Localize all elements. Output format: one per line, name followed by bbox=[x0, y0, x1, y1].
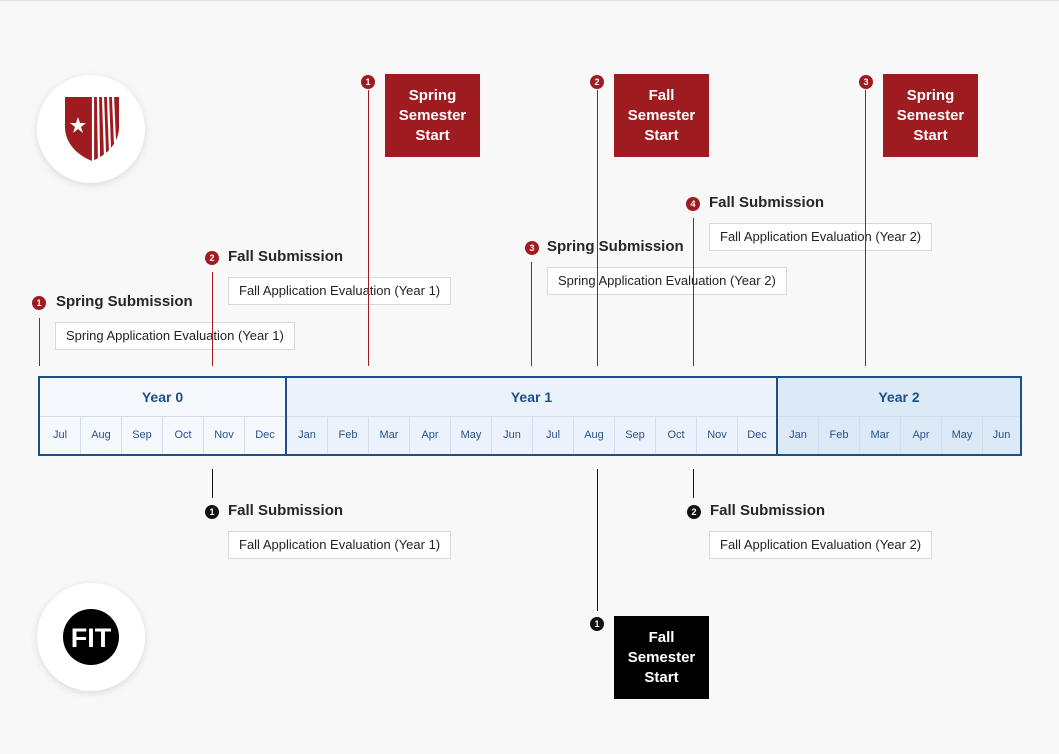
connector-line bbox=[531, 262, 532, 366]
event-number-badge: 1 bbox=[205, 505, 219, 519]
semester-number-badge: 1 bbox=[361, 75, 375, 89]
connector-line bbox=[693, 469, 694, 498]
evaluation-box: Fall Application Evaluation (Year 1) bbox=[228, 531, 452, 559]
top-school-logo bbox=[37, 75, 145, 183]
month-cell: Sep bbox=[122, 417, 163, 454]
connector-line bbox=[212, 272, 213, 366]
month-cell: Aug bbox=[81, 417, 122, 454]
month-cell: Mar bbox=[860, 417, 901, 454]
semester-number-badge: 1 bbox=[590, 617, 604, 631]
semester-start-box: Spring Semester Start bbox=[883, 74, 978, 157]
month-cell: Nov bbox=[697, 417, 738, 454]
semester-number-badge: 2 bbox=[590, 75, 604, 89]
month-cell: Apr bbox=[901, 417, 942, 454]
evaluation-box: Fall Application Evaluation (Year 2) bbox=[709, 223, 933, 251]
semester-start-box: Spring Semester Start bbox=[385, 74, 480, 157]
month-cell: Jul bbox=[533, 417, 574, 454]
fit-logo-text: FIT bbox=[71, 623, 112, 653]
month-cell: Jan bbox=[287, 417, 328, 454]
month-cell: Aug bbox=[574, 417, 615, 454]
event-number-badge: 2 bbox=[687, 505, 701, 519]
top-border bbox=[0, 0, 1059, 1]
month-cell: Feb bbox=[328, 417, 369, 454]
connector-line bbox=[368, 90, 369, 366]
event-number-badge: 3 bbox=[525, 241, 539, 255]
fit-logo-icon: FIT bbox=[63, 609, 119, 665]
month-cell: Dec bbox=[255, 429, 275, 441]
event-title: Fall Submission bbox=[228, 502, 344, 519]
month-cell: Sep bbox=[615, 417, 656, 454]
month-cell: Jan bbox=[778, 417, 819, 454]
month-cell: Mar bbox=[369, 417, 410, 454]
year-divider bbox=[776, 378, 778, 454]
event-number-badge: 4 bbox=[686, 197, 700, 211]
evaluation-box: Spring Application Evaluation (Year 1) bbox=[55, 322, 295, 350]
year-header: Year 1 bbox=[287, 378, 776, 417]
connector-line bbox=[865, 90, 866, 366]
evaluation-box: Fall Application Evaluation (Year 1) bbox=[228, 277, 452, 305]
evaluation-box: Spring Application Evaluation (Year 2) bbox=[547, 267, 787, 295]
month-cell: Apr bbox=[410, 417, 451, 454]
connector-line bbox=[693, 218, 694, 366]
year-header: Year 0 bbox=[40, 378, 285, 417]
event-title: Fall Submission bbox=[709, 194, 825, 211]
month-cell: May bbox=[942, 417, 983, 454]
connector-line bbox=[597, 90, 598, 366]
connector-line bbox=[597, 469, 598, 611]
semester-number-badge: 3 bbox=[859, 75, 873, 89]
month-cell: Jul bbox=[40, 417, 81, 454]
shield-star-icon bbox=[65, 96, 119, 161]
event-title: Fall Submission bbox=[228, 248, 344, 265]
event-number-badge: 1 bbox=[32, 296, 46, 310]
event-title: Spring Submission bbox=[56, 293, 193, 310]
month-cell: Feb bbox=[819, 417, 860, 454]
event-title: Fall Submission bbox=[710, 502, 826, 519]
connector-line bbox=[39, 318, 40, 366]
month-cell: Jun bbox=[492, 417, 533, 454]
semester-start-box: Fall Semester Start bbox=[614, 616, 709, 699]
event-number-badge: 2 bbox=[205, 251, 219, 265]
connector-line bbox=[212, 469, 213, 498]
semester-start-box: Fall Semester Start bbox=[614, 74, 709, 157]
event-title: Spring Submission bbox=[547, 238, 684, 255]
year-header: Year 2 bbox=[778, 378, 1020, 417]
evaluation-box: Fall Application Evaluation (Year 2) bbox=[709, 531, 933, 559]
month-cell: Oct bbox=[656, 417, 697, 454]
year-divider bbox=[285, 378, 287, 454]
month-cell: Nov bbox=[204, 417, 245, 454]
month-cell: Jun bbox=[992, 429, 1011, 441]
month-cell: Oct bbox=[163, 417, 204, 454]
timeline: Year 0 Year 1 Year 2 Jul Aug Sep Oct Nov… bbox=[38, 376, 1022, 456]
bottom-school-logo: FIT bbox=[37, 583, 145, 691]
month-cell: Dec bbox=[747, 429, 767, 441]
month-cell: May bbox=[451, 417, 492, 454]
